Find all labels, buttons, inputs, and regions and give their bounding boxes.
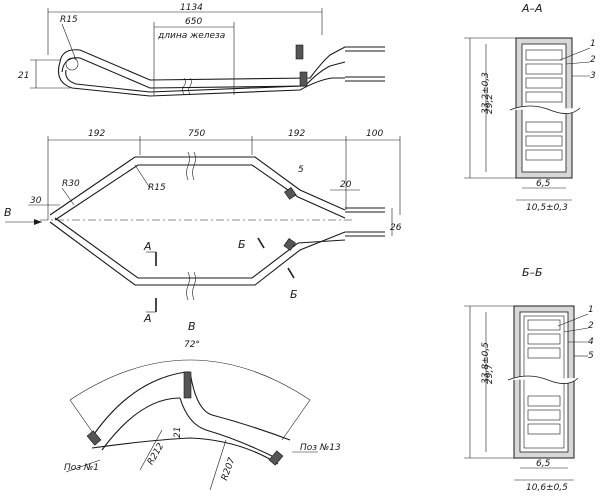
dim-21-viewb: 21 [173, 427, 183, 438]
cut-b-top: Б [238, 238, 246, 251]
radius-r30: R30 [62, 179, 80, 189]
width-outer-bb: 10,6±0,5 [526, 483, 568, 493]
plan-view: 192 750 192 100 20 26 5 30 R30 [4, 129, 402, 325]
callout-aa-2: 2 [590, 55, 596, 65]
callout-bb-2: 2 [588, 321, 594, 331]
dim-total: 1134 [180, 3, 203, 13]
section-bb-title: Б–Б [522, 266, 543, 279]
dim-30: 30 [30, 196, 42, 206]
dim-left-192: 192 [88, 129, 105, 139]
dim-mid-750: 750 [188, 129, 205, 139]
cut-a-bottom: А [143, 312, 152, 325]
section-aa: А–А 33,2±0,3 29,2 6,5 10,5±0,3 1 2 3 [464, 2, 596, 213]
pos-1: Поз №1 [64, 463, 99, 473]
section-bb: Б–Б 33,8±0,5 29,7 6,5 10,6±0,5 1 2 4 5 [464, 266, 594, 493]
section-aa-title: А–А [521, 2, 543, 15]
angle-72: 72° [184, 340, 200, 350]
height-inner-aa: 29,2 [485, 94, 495, 114]
callout-aa-1: 1 [590, 39, 596, 49]
side-view: 1134 650 длина железа R15 21 [18, 3, 385, 97]
dim-21-side: 21 [18, 71, 29, 81]
pos-13: Поз №13 [300, 443, 341, 453]
width-outer-aa: 10,5±0,3 [526, 203, 568, 213]
dim-lead-100: 100 [366, 129, 383, 139]
callout-bb-5: 5 [588, 351, 594, 361]
radius-r15-side: R15 [60, 15, 78, 25]
cut-b-bottom: Б [290, 288, 298, 301]
dim-5: 5 [298, 165, 304, 175]
callout-aa-3: 3 [590, 71, 596, 81]
radius-r15-plan: R15 [148, 183, 166, 193]
dim-right-192: 192 [288, 129, 305, 139]
radius-r207: R207 [220, 456, 238, 482]
width-inner-bb: 6,5 [536, 459, 551, 469]
callout-bb-4: 4 [588, 337, 594, 347]
height-inner-bb: 29,7 [485, 364, 495, 384]
radius-r212: R212 [146, 441, 167, 467]
dim-20: 20 [340, 180, 352, 190]
view-b-title: В [188, 320, 196, 333]
dim-iron: 650 [185, 17, 202, 27]
cut-a-top: А [143, 240, 152, 253]
view-b: В 72° R212 R207 21 Поз №1 Поз №13 [64, 320, 341, 491]
callout-bb-1: 1 [588, 305, 594, 315]
view-b-arrow-label: В [4, 206, 12, 219]
dim-26: 26 [390, 223, 402, 233]
iron-label: длина железа [157, 31, 225, 41]
width-inner-aa: 6,5 [536, 179, 551, 189]
